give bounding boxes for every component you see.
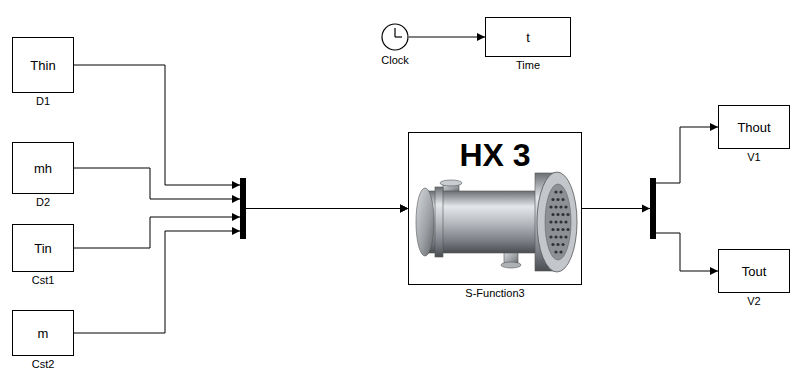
demux-bar bbox=[650, 178, 656, 239]
block-text: Thin bbox=[30, 58, 55, 73]
flange bbox=[435, 187, 443, 257]
tube-hole bbox=[554, 220, 557, 223]
tube-hole bbox=[549, 235, 552, 238]
tube-hole bbox=[559, 190, 562, 193]
clock-block: Clock bbox=[381, 23, 409, 51]
tube-hole bbox=[561, 228, 564, 231]
tube-hole bbox=[554, 250, 557, 253]
tube-hole bbox=[551, 243, 554, 246]
arrowhead bbox=[400, 205, 408, 213]
block-name: Cst1 bbox=[32, 274, 55, 286]
signal-block: ToutV2 bbox=[718, 249, 790, 293]
block-text: Thout bbox=[737, 120, 770, 135]
tube-hole bbox=[551, 228, 554, 231]
arrowhead bbox=[477, 33, 485, 41]
tube-sheet bbox=[537, 172, 577, 272]
signal-line bbox=[409, 33, 485, 41]
tube-hole bbox=[564, 235, 567, 238]
arrowhead bbox=[400, 205, 408, 213]
arrowhead bbox=[400, 205, 408, 213]
mux-bar bbox=[240, 178, 246, 239]
arrowhead bbox=[400, 205, 408, 213]
tube-hole bbox=[559, 205, 562, 208]
clock-hand bbox=[394, 28, 395, 37]
nozzle-flange bbox=[440, 180, 462, 186]
arrowhead bbox=[710, 267, 718, 275]
signal-block: TinCst1 bbox=[12, 224, 74, 272]
signal-block: ThinD1 bbox=[12, 37, 74, 93]
tube-hole bbox=[566, 213, 569, 216]
tube-sheet-inner bbox=[545, 184, 571, 260]
tube-hole bbox=[556, 243, 559, 246]
tube-hole bbox=[556, 213, 559, 216]
tube-hole bbox=[556, 228, 559, 231]
mux-input-arrow bbox=[232, 195, 240, 203]
arrowhead bbox=[710, 123, 718, 131]
mux-input-arrow bbox=[232, 227, 240, 235]
block-name: V1 bbox=[747, 151, 760, 163]
tube-hole bbox=[564, 205, 567, 208]
tube-hole bbox=[561, 213, 564, 216]
block-name: Cst2 bbox=[32, 358, 55, 370]
signal-block: mCst2 bbox=[12, 310, 74, 356]
block-title: HX 3 bbox=[459, 133, 530, 174]
tube-hole bbox=[549, 220, 552, 223]
tube-hole bbox=[561, 243, 564, 246]
block-name: Time bbox=[516, 59, 540, 71]
demux-input-arrow bbox=[642, 205, 650, 213]
tube-hole bbox=[561, 198, 564, 201]
s-function-block: HX 3S-Function3 bbox=[408, 132, 582, 285]
tube-hole bbox=[551, 198, 554, 201]
mux-input-arrow bbox=[232, 181, 240, 189]
signal-wire bbox=[409, 37, 485, 38]
clock-face bbox=[382, 24, 408, 50]
tube-hole bbox=[566, 228, 569, 231]
tube-hole bbox=[556, 198, 559, 201]
tube-hole bbox=[554, 205, 557, 208]
mux-input-arrow bbox=[232, 213, 240, 221]
signal-block: mhD2 bbox=[12, 142, 74, 194]
block-text: m bbox=[38, 326, 49, 341]
block-text: Tin bbox=[34, 241, 52, 256]
nozzle-flange bbox=[501, 262, 521, 268]
block-text: mh bbox=[34, 161, 52, 176]
block-text: Tout bbox=[742, 264, 767, 279]
clock-hand bbox=[395, 36, 402, 37]
block-name: D1 bbox=[36, 95, 50, 107]
signal-block: ThoutV1 bbox=[718, 105, 790, 149]
block-name: V2 bbox=[747, 295, 760, 307]
signal-block: tTime bbox=[485, 17, 571, 57]
block-name: D2 bbox=[36, 196, 50, 208]
block-text: t bbox=[526, 30, 530, 45]
end-cap bbox=[416, 188, 434, 256]
block-name: S-Function3 bbox=[465, 287, 524, 299]
tube-hole bbox=[559, 250, 562, 253]
tube-hole bbox=[551, 213, 554, 216]
tube-hole bbox=[554, 190, 557, 193]
block-name: Clock bbox=[381, 54, 409, 66]
tube-hole bbox=[564, 220, 567, 223]
tube-hole bbox=[559, 235, 562, 238]
tube-hole bbox=[554, 235, 557, 238]
clock-icon bbox=[381, 23, 409, 51]
tube-hole bbox=[559, 220, 562, 223]
tube-hole bbox=[549, 205, 552, 208]
